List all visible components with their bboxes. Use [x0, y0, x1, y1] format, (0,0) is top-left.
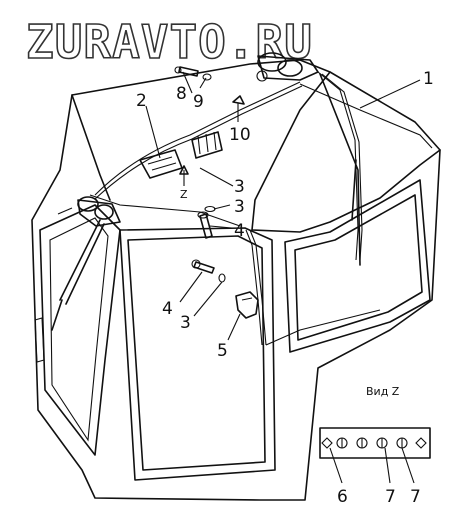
wiper-arm-side [51, 219, 105, 331]
callout-4-lower: 4 [162, 299, 173, 319]
fuse-block [191, 131, 223, 159]
view-z-callouts: 6 7 7 [337, 487, 421, 507]
view-z-panel [319, 427, 431, 484]
callout-5: 5 [217, 341, 228, 361]
washer-part-9 [202, 73, 212, 81]
view-z-caption: Вид Z [366, 385, 400, 398]
wiper-arm-rear [319, 73, 361, 266]
callout-10: 10 [229, 125, 251, 145]
leader-lines [145, 71, 421, 341]
view-marker: Z [180, 188, 188, 201]
bolt-part-8 [174, 66, 199, 77]
callout-8: 8 [176, 84, 187, 104]
callout-3-mid: 3 [234, 197, 245, 217]
callout-labels: 1 2 8 9 10 3 3 4 4 3 5 [136, 69, 434, 361]
callout-6: 6 [337, 487, 348, 507]
callout-2: 2 [136, 91, 147, 111]
callout-7-a: 7 [385, 487, 396, 507]
bolt-part-4-lower [191, 259, 215, 274]
bolt-part-4-upper [197, 211, 213, 239]
connector-block [139, 149, 183, 179]
clip-part-10 [232, 95, 245, 105]
callout-3-top: 3 [234, 177, 245, 197]
wiper-motor-front [256, 52, 319, 82]
callout-3-lower: 3 [180, 313, 191, 333]
callout-4-upper: 4 [234, 221, 245, 241]
view-z-arrow: Z [179, 165, 189, 201]
washer-part-3 [204, 205, 216, 213]
callout-7-b: 7 [410, 487, 421, 507]
watermark: ZURAVTO.RU [26, 15, 313, 69]
callout-9: 9 [193, 92, 204, 112]
wiring-harness [89, 71, 433, 346]
clamp-part-5 [235, 291, 259, 319]
callout-1: 1 [423, 69, 434, 89]
washer-part-3-lower [218, 273, 226, 283]
wiper-motor-side [57, 196, 121, 227]
